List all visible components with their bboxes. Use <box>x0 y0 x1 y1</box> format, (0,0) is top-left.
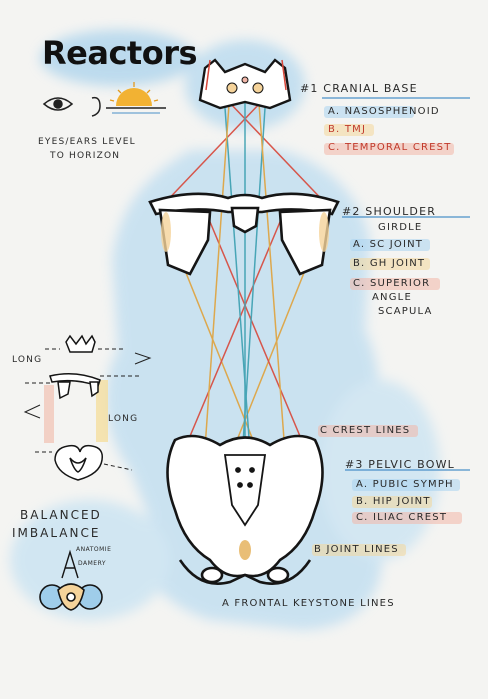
ear-icon <box>91 96 101 117</box>
pelvic-item-b: B. HIP JOINT <box>356 496 431 507</box>
shoulder-a-highlight <box>350 239 430 251</box>
shoulder-girdle-bone <box>148 192 340 276</box>
shoulder-heading: #2 SHOULDER <box>342 205 437 218</box>
pelvic-heading: #3 PELVIC BOWL <box>345 458 455 471</box>
cranial-item-c: C. TEMPORAL CREST <box>328 142 452 153</box>
signature-line1: ANATOMIE <box>76 546 112 553</box>
eyes-label-line1: EYES/EARS LEVEL <box>38 137 136 147</box>
eyes-label-line2: TO HORIZON <box>50 151 121 161</box>
crest-lines-label: C CREST LINES <box>320 425 411 436</box>
pelvis-bowl-icon <box>39 583 103 611</box>
long-label-bottom: LONG <box>108 414 139 424</box>
keystone-lines-label: A FRONTAL KEYSTONE LINES <box>222 598 395 609</box>
balanced-line1: BALANCED <box>20 508 102 522</box>
joint-lines-label: B JOINT LINES <box>314 544 399 555</box>
pelvic-a-highlight <box>352 479 460 491</box>
signature-logo <box>61 549 79 579</box>
page-title: Reactors <box>42 34 198 72</box>
cranial-base-bone <box>198 58 292 110</box>
pelvic-c-highlight <box>352 512 462 524</box>
cranial-a-highlight <box>324 106 414 118</box>
cranial-item-b: B. TMJ <box>328 124 367 135</box>
eye-icon <box>42 97 74 111</box>
crest-lines-highlight <box>318 425 418 437</box>
balanced-line2: IMBALANCE <box>12 526 101 540</box>
shoulder-item-a: A. SC JOINT <box>353 239 424 250</box>
cranial-b-highlight <box>324 124 374 136</box>
pelvic-item-a: A. PUBIC SYMPH <box>356 479 454 490</box>
mini-skull <box>65 334 96 353</box>
joint-lines-highlight <box>312 544 406 556</box>
shoulder-item-b: B. GH JOINT <box>353 258 426 269</box>
shoulder-c-highlight <box>350 278 440 290</box>
shoulder-sub: GIRDLE <box>378 222 423 233</box>
long-label-top: LONG <box>12 355 43 365</box>
cranial-heading: #1 CRANIAL BASE <box>300 82 418 95</box>
signature-line2: DAMERY <box>78 560 107 567</box>
shoulder-item-c: C. SUPERIOR <box>353 278 431 289</box>
pelvic-item-c: C. ILIAC CREST <box>356 512 448 523</box>
mini-shoulders <box>49 373 101 400</box>
shoulder-b-highlight <box>350 258 430 270</box>
cranial-item-a: A. NASOSPHENOID <box>328 106 440 117</box>
shoulder-item-c3: SCAPULA <box>378 306 433 317</box>
sun-horizon-icon <box>106 82 166 114</box>
sacrum <box>223 454 267 527</box>
mini-pelvis <box>54 444 104 481</box>
pelvic-b-highlight <box>352 496 432 508</box>
shoulder-item-c2: ANGLE <box>372 292 412 303</box>
cranial-c-highlight <box>324 143 454 155</box>
